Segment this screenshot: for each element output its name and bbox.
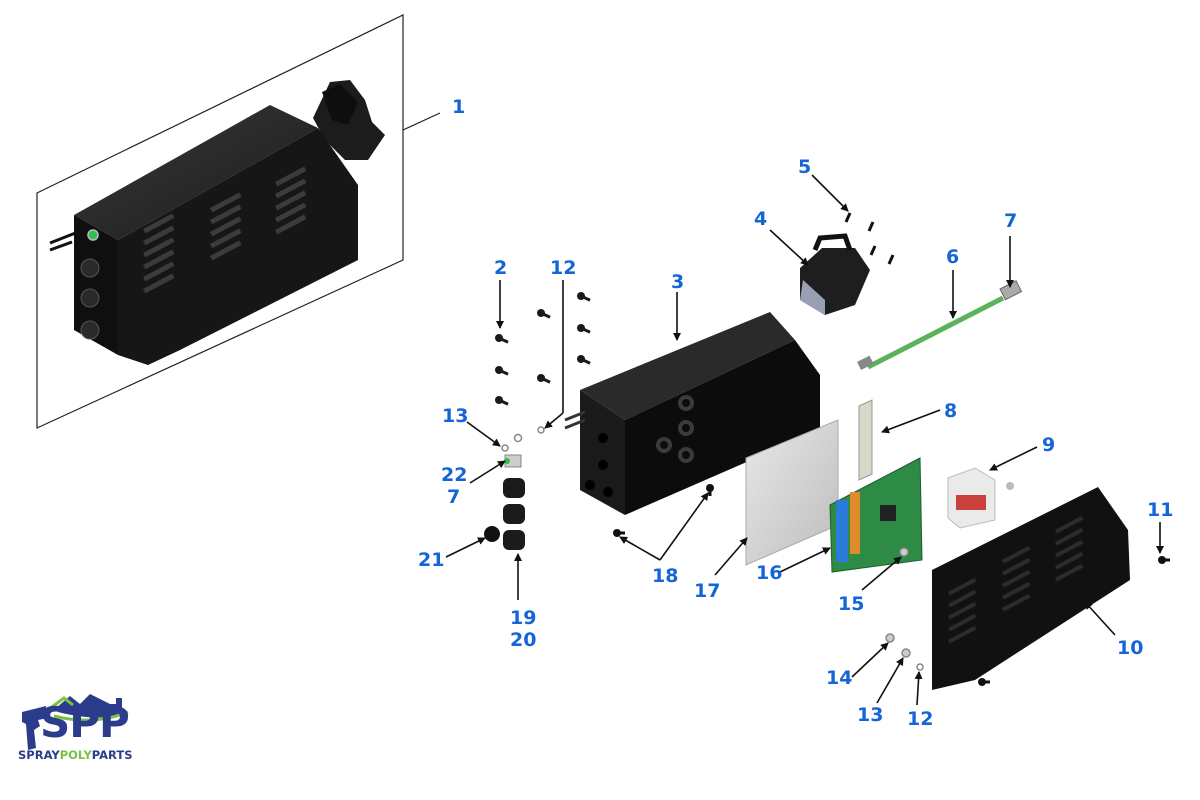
leader-arrows <box>445 174 1164 706</box>
enclosure-housing <box>564 312 820 515</box>
leader-line-1 <box>402 112 441 131</box>
terminal-block <box>947 467 1014 529</box>
cover-screw <box>1158 556 1170 564</box>
callout-12-top: 12 <box>550 257 577 279</box>
callout-12-right: 12 <box>907 708 934 730</box>
logo-initials: SPP <box>40 698 130 747</box>
indicator-light <box>504 454 522 468</box>
circuit-board <box>829 457 923 573</box>
callout-22: 22 <box>441 464 468 486</box>
logo-tagline-poly: POLY <box>59 748 92 762</box>
hole-plug <box>484 526 500 542</box>
callout-17: 17 <box>694 580 721 602</box>
logo-tagline: SPRAYPOLYPARTS <box>18 748 133 762</box>
connector-plug-housing <box>800 233 870 315</box>
callout-11: 11 <box>1147 499 1174 521</box>
side-cover-vented <box>932 487 1130 690</box>
spraypolyparts-logo: SPP SPRAYPOLYPARTS <box>18 690 143 770</box>
logo-tagline-parts: PARTS <box>91 748 133 762</box>
callout-21: 21 <box>418 549 445 571</box>
callout-3: 3 <box>671 271 685 293</box>
callout-5: 5 <box>798 156 812 178</box>
callout-6: 6 <box>946 246 960 268</box>
spray-gun-icon <box>22 706 48 750</box>
callout-1: 1 <box>452 96 466 118</box>
assembled-control-box <box>49 80 385 365</box>
callout-7-indicator: 7 <box>447 486 461 508</box>
callout-7-cable: 7 <box>1004 210 1018 232</box>
callout-2: 2 <box>494 257 508 279</box>
callout-8: 8 <box>944 400 958 422</box>
callout-20: 20 <box>510 629 537 651</box>
feet-screws <box>613 484 714 537</box>
callout-13-left: 13 <box>442 405 469 427</box>
cable-glands <box>503 478 525 550</box>
callout-19: 19 <box>510 607 537 629</box>
house-roof-icon <box>47 694 129 722</box>
callout-15: 15 <box>838 593 865 615</box>
logo-tagline-spray: SPRAY <box>18 748 60 762</box>
plug-screws <box>844 212 895 265</box>
callout-13-right: 13 <box>857 704 884 726</box>
washers-nuts <box>501 426 924 671</box>
green-ethernet-cable <box>856 295 1005 371</box>
callout-14: 14 <box>826 667 853 689</box>
callout-4: 4 <box>754 208 768 230</box>
callout-16: 16 <box>756 562 783 584</box>
callout-18: 18 <box>652 565 679 587</box>
din-rail <box>858 399 873 481</box>
callout-9: 9 <box>1042 434 1056 456</box>
cover-screws <box>495 292 591 406</box>
assembled-view-frame <box>36 14 441 429</box>
callout-10: 10 <box>1117 637 1144 659</box>
